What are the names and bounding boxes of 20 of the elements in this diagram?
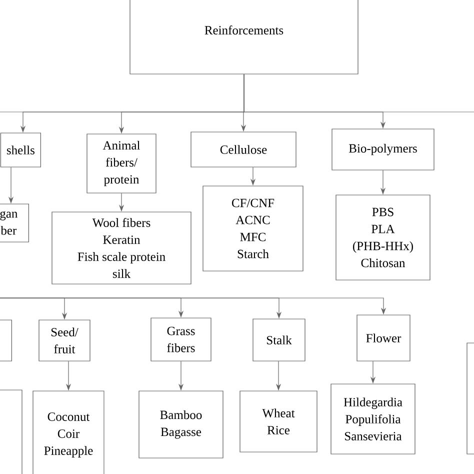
category-box: CF/CNF ACNC MFC Starch bbox=[202, 186, 304, 272]
category-box: Flower bbox=[356, 314, 410, 362]
empty-box bbox=[0, 390, 22, 474]
empty-box bbox=[466, 342, 474, 454]
category-box: Coconut Coir Pineapple bbox=[32, 390, 104, 474]
category-box: shells bbox=[0, 132, 41, 168]
category-box: Cellulose bbox=[190, 132, 296, 168]
category-box: Animal fibers/ protein bbox=[86, 134, 156, 194]
category-box: Bio-polymers bbox=[332, 128, 434, 170]
category-box: Bamboo Bagasse bbox=[138, 390, 224, 458]
category-box: PBS PLA (PHB-HHx) Chitosan bbox=[336, 194, 430, 280]
category-box: Grass fibers bbox=[150, 318, 212, 362]
category-box: Wheat Rice bbox=[240, 390, 318, 452]
category-box: Stalk bbox=[252, 318, 306, 362]
category-box: Hildegardia Populifolia Sansevieria bbox=[330, 384, 416, 454]
category-box: Seed/ fruit bbox=[38, 320, 90, 362]
category-box: Wool fibers Keratin Fish scale protein silk bbox=[52, 212, 192, 284]
empty-box bbox=[0, 320, 12, 362]
category-box: gan ber bbox=[0, 204, 29, 242]
category-box: Reinforcements bbox=[130, 0, 358, 74]
